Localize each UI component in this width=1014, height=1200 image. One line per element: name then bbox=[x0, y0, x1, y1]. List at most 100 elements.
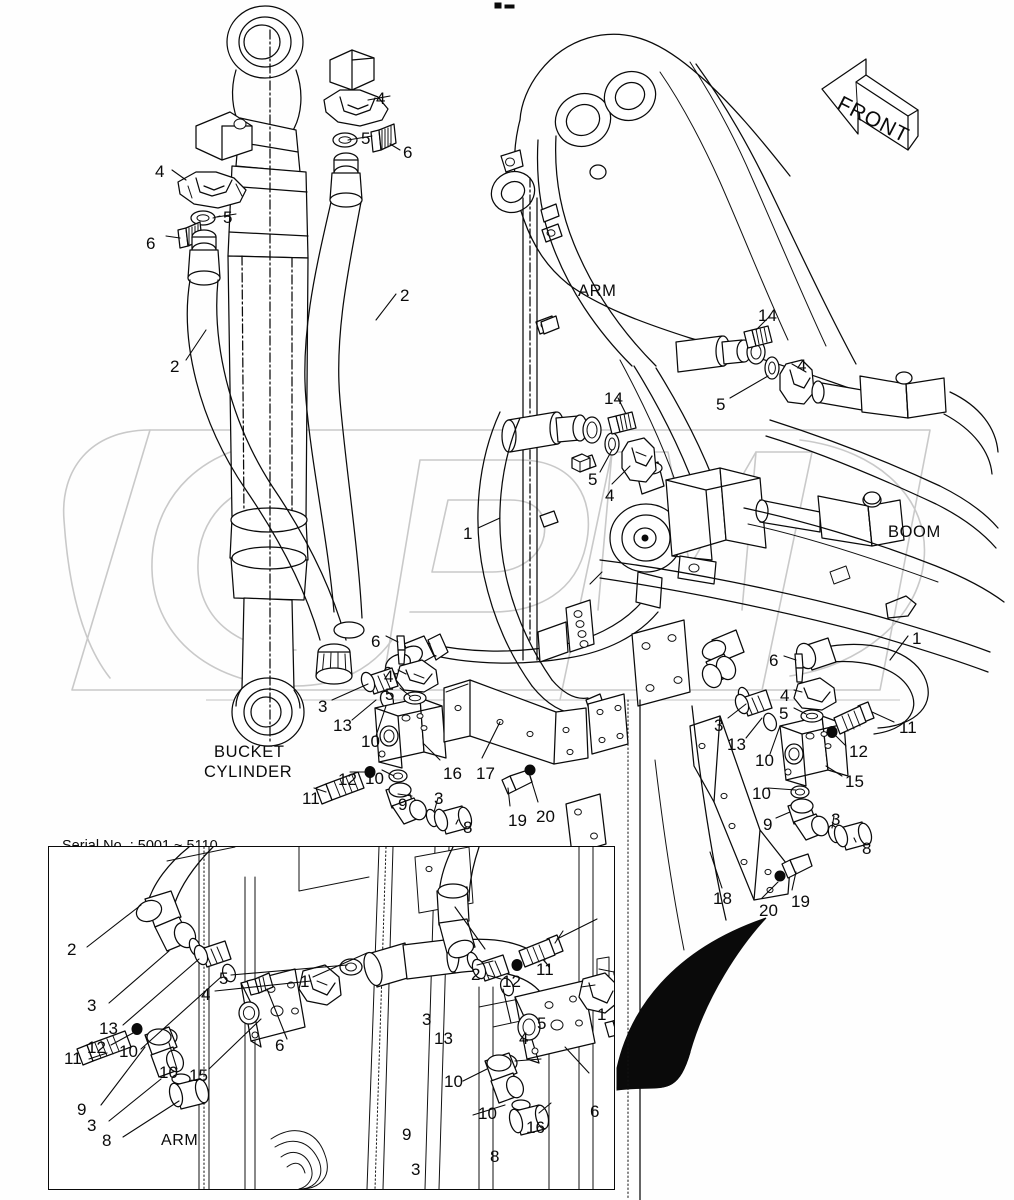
callout-c-10-br2: 10 bbox=[752, 784, 771, 803]
callout-c-16-bl: 16 bbox=[443, 764, 462, 783]
callout-i-3-l2: 3 bbox=[87, 1116, 97, 1135]
label-arm: ARM bbox=[578, 282, 617, 300]
callout-c-19-br: 19 bbox=[791, 892, 810, 911]
callout-c-20-bl: 20 bbox=[536, 807, 555, 826]
callout-i-11-r: 11 bbox=[536, 960, 554, 979]
callout-c-9-bl: 9 bbox=[398, 795, 408, 814]
callout-i-3-r2: 3 bbox=[411, 1160, 421, 1179]
callout-c-19-bl: 19 bbox=[508, 811, 527, 830]
callout-i-10-r2: 10 bbox=[478, 1104, 497, 1123]
callout-c-10-bl: 10 bbox=[361, 732, 380, 751]
callout-c-9-br: 9 bbox=[763, 815, 773, 834]
callout-i-8-r: 8 bbox=[490, 1147, 500, 1166]
lower-left-valve-assembly bbox=[315, 635, 473, 835]
callout-c-5-tc: 5 bbox=[361, 129, 371, 148]
callout-i-9-r: 9 bbox=[402, 1125, 412, 1144]
callout-c-18-br: 18 bbox=[713, 889, 732, 908]
callout-c-4-bl: 4 bbox=[384, 667, 394, 686]
callout-c-4-tc: 4 bbox=[376, 89, 386, 108]
callout-i-3-r: 3 bbox=[422, 1010, 432, 1029]
callout-c-3-br: 3 bbox=[714, 716, 724, 735]
callout-c-12-bl: 12 bbox=[338, 770, 357, 789]
callout-c-2-l: 2 bbox=[170, 357, 180, 376]
callout-c-3-bl2: 3 bbox=[434, 789, 444, 808]
callout-i-2-r: 2 bbox=[471, 965, 481, 984]
inset-drawing bbox=[76, 847, 614, 1189]
callout-i-8-l: 8 bbox=[102, 1131, 112, 1150]
inset-right-assembly bbox=[436, 847, 614, 1136]
callout-c-5-r1: 5 bbox=[716, 395, 726, 414]
center-hose-fitting-assembly bbox=[304, 49, 397, 639]
callout-c-14-r: 14 bbox=[758, 306, 777, 325]
center-left-port-fitting bbox=[501, 411, 657, 483]
callout-i-15-l: 15 bbox=[189, 1066, 208, 1085]
callout-c-15-br: 15 bbox=[845, 772, 864, 791]
top-artifact bbox=[494, 2, 515, 9]
callout-i-6-l: 6 bbox=[275, 1036, 285, 1055]
callout-c-3-bl: 3 bbox=[318, 697, 328, 716]
callout-i-10-l2: 10 bbox=[159, 1063, 178, 1082]
callout-i-13-r: 13 bbox=[434, 1029, 453, 1048]
callout-c-6-tc: 6 bbox=[403, 143, 413, 162]
callout-c-14-m: 14 bbox=[604, 389, 623, 408]
left-hose-fitting-assembly bbox=[177, 171, 353, 685]
callout-c-13-br: 13 bbox=[727, 735, 746, 754]
callout-c-11-bl: 11 bbox=[302, 789, 320, 808]
label-bucket-cylinder-line1: BUCKET bbox=[214, 743, 285, 761]
callout-i-6-r: 6 bbox=[590, 1102, 600, 1121]
boom-hoses bbox=[599, 391, 1005, 673]
callout-c-4-br: 4 bbox=[780, 686, 790, 705]
callout-i-9-l: 9 bbox=[77, 1100, 87, 1119]
boom-lower-shadow bbox=[616, 699, 767, 1200]
callout-i-2-l: 2 bbox=[67, 940, 77, 959]
callout-i-4-r: 4 bbox=[519, 1029, 529, 1048]
callout-i-13-l: 13 bbox=[99, 1019, 118, 1038]
callout-c-1-r: 1 bbox=[912, 629, 922, 648]
callout-i-5-l: 5 bbox=[219, 969, 229, 988]
label-bucket-cylinder-line2: CYLINDER bbox=[204, 763, 293, 781]
lower-right-valve-assembly bbox=[689, 629, 929, 901]
callout-c-10-br: 10 bbox=[755, 751, 774, 770]
bucket-cylinder bbox=[195, 5, 309, 747]
callout-c-20-br: 20 bbox=[759, 901, 778, 920]
bracket-17 bbox=[443, 599, 691, 855]
callout-c-10-bl2: 10 bbox=[365, 769, 384, 788]
callout-c-13-bl: 13 bbox=[333, 716, 352, 735]
callout-c-5-br: 5 bbox=[779, 704, 789, 723]
callout-i-4-l: 4 bbox=[201, 985, 211, 1004]
callout-i-1-r: 1 bbox=[597, 1005, 607, 1024]
callout-c-2-c: 2 bbox=[400, 286, 410, 305]
label-boom: BOOM bbox=[888, 523, 941, 541]
center-valve-block bbox=[609, 461, 905, 609]
callout-c-6-tl: 6 bbox=[146, 234, 156, 253]
leader-lines-main bbox=[165, 95, 909, 899]
callout-i-12-l: 12 bbox=[87, 1038, 106, 1057]
callout-c-12-br: 12 bbox=[849, 742, 868, 761]
callout-c-5-tl: 5 bbox=[223, 208, 233, 227]
callout-c-4-m: 4 bbox=[605, 486, 615, 505]
callout-c-11-br: 11 bbox=[899, 718, 917, 737]
callout-i-11-l: 11 bbox=[64, 1049, 82, 1068]
callout-i-3-l: 3 bbox=[87, 996, 97, 1015]
callout-c-8-br: 8 bbox=[862, 839, 872, 858]
callout-i-10-r: 10 bbox=[444, 1072, 463, 1091]
callout-c-17-bl: 17 bbox=[476, 764, 495, 783]
callout-i-10-l: 10 bbox=[119, 1042, 138, 1061]
callout-i-12-r: 12 bbox=[502, 972, 521, 991]
callout-c-5-bl: 5 bbox=[385, 685, 395, 704]
callout-c-6-bl: 6 bbox=[371, 632, 381, 651]
callout-c-5-m: 5 bbox=[588, 470, 598, 489]
inset-leader-lines bbox=[86, 904, 614, 1138]
callout-i-16-r: 16 bbox=[526, 1118, 545, 1137]
callout-i-5-r: 5 bbox=[537, 1014, 547, 1033]
callout-i-1-l: 1 bbox=[300, 972, 310, 991]
callout-c-1-c: 1 bbox=[463, 524, 473, 543]
inset-label-arm: ARM bbox=[161, 1132, 199, 1149]
callout-c-6-br: 6 bbox=[769, 651, 779, 670]
callout-c-3-br2: 3 bbox=[831, 810, 841, 829]
callout-c-4-r1: 4 bbox=[797, 356, 807, 375]
